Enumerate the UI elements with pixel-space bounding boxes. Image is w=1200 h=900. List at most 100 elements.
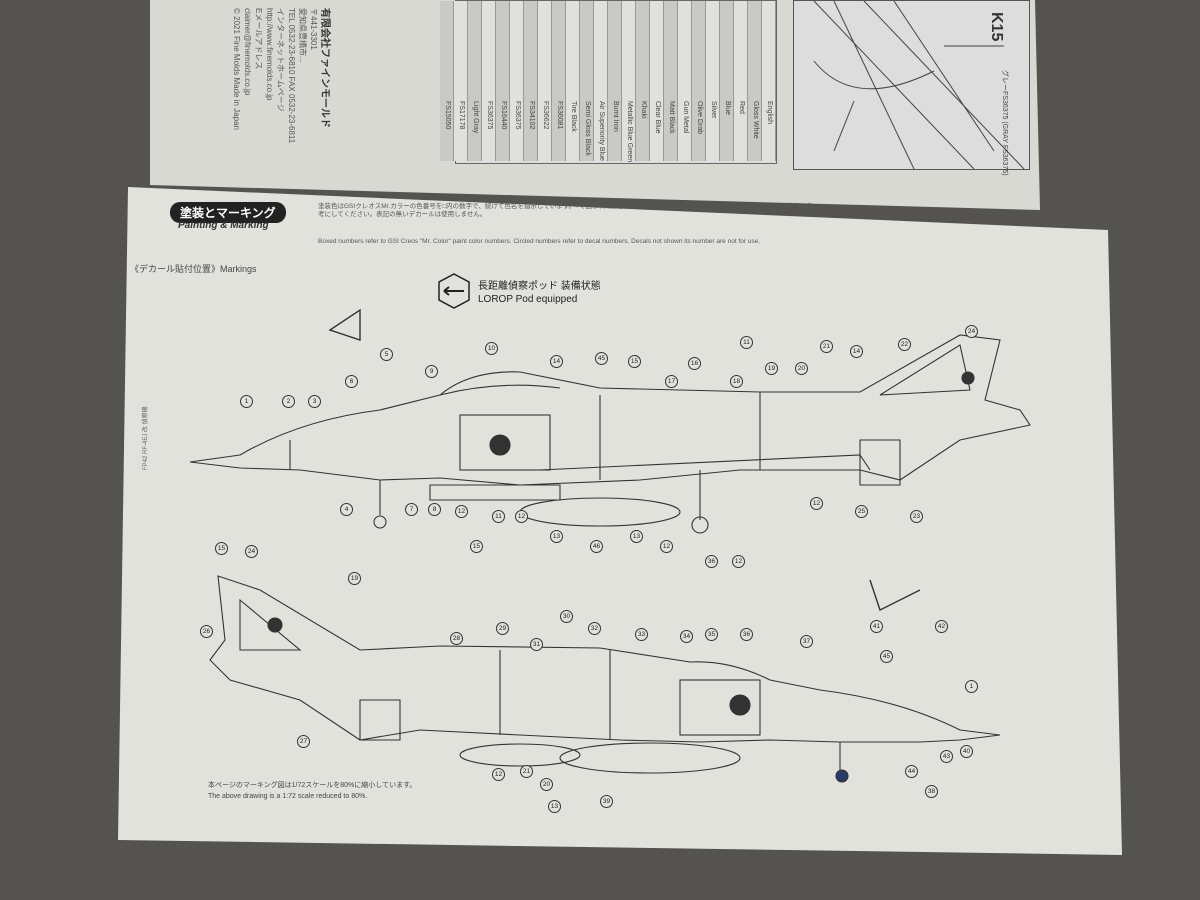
decal-callout: 34 bbox=[680, 630, 693, 643]
paint-table-column: FS15050 bbox=[440, 1, 454, 161]
decal-callout: 20 bbox=[540, 778, 553, 791]
paint-table-column: FS36375 bbox=[510, 1, 524, 161]
decal-callout: 12 bbox=[732, 555, 745, 568]
decal-callout: 39 bbox=[600, 795, 613, 808]
decal-callout: 28 bbox=[450, 632, 463, 645]
paint-table-column: FS36622 bbox=[538, 1, 552, 161]
paint-table-column: Tire Black bbox=[566, 1, 580, 161]
paint-table-column: Burnt Iron bbox=[608, 1, 622, 161]
decal-callout: 30 bbox=[560, 610, 573, 623]
decal-callout: 33 bbox=[635, 628, 648, 641]
decal-callout: 11 bbox=[740, 336, 753, 349]
decal-callout: 10 bbox=[485, 342, 498, 355]
decal-callout: 15 bbox=[628, 355, 641, 368]
paint-table-column: FS16440 bbox=[496, 1, 510, 161]
decal-callout: 38 bbox=[925, 785, 938, 798]
decal-callout: 40 bbox=[960, 745, 973, 758]
decal-callout: 27 bbox=[297, 735, 310, 748]
decal-callout: 13 bbox=[548, 800, 561, 813]
paint-table-column: Matt Black bbox=[664, 1, 678, 161]
aircraft-side-view-right bbox=[209, 575, 1001, 783]
decal-callout: 45 bbox=[595, 352, 608, 365]
decal-callout: 37 bbox=[800, 635, 813, 648]
paint-table-column: Air Superiority Blue bbox=[594, 1, 608, 161]
aircraft-side-view-left bbox=[189, 334, 1031, 534]
paint-table-column: Light Gray bbox=[468, 1, 482, 161]
decal-callout: 14 bbox=[850, 345, 863, 358]
decal-callout: 36 bbox=[740, 628, 753, 641]
decal-callout: 24 bbox=[965, 325, 978, 338]
paint-table-column: Khaki bbox=[636, 1, 650, 161]
decal-callout: 12 bbox=[515, 510, 528, 523]
decal-callout: 19 bbox=[348, 572, 361, 585]
decal-callout: 12 bbox=[810, 497, 823, 510]
decal-callout: 26 bbox=[200, 625, 213, 638]
k15-part-drawing bbox=[813, 1, 1025, 169]
lorop-pod-icon bbox=[438, 273, 470, 309]
decal-callout: 1 bbox=[965, 680, 978, 693]
decal-callout: 32 bbox=[588, 622, 601, 635]
decal-callout: 25 bbox=[855, 505, 868, 518]
paint-table-column: Olive Drab bbox=[692, 1, 706, 161]
section-title: Painting & Marking bbox=[178, 220, 269, 231]
paint-table-column: Blue bbox=[720, 1, 734, 161]
note-japanese: 塗装色はGSIクレオスMr.カラーの色番号を□内の数字で、続けて色名を指示してい… bbox=[318, 203, 813, 218]
decal-callout: 12 bbox=[492, 768, 505, 781]
decal-callout: 2 bbox=[282, 395, 295, 408]
paint-table-column: Clear Blue bbox=[650, 1, 664, 161]
section-badge: 塗装とマーキング bbox=[170, 202, 286, 223]
decal-callout: 13 bbox=[630, 530, 643, 543]
decal-callout: 22 bbox=[898, 338, 911, 351]
decal-callout: 11 bbox=[492, 510, 505, 523]
fin-detail-drawings bbox=[328, 308, 921, 611]
decal-callout: 7 bbox=[405, 503, 418, 516]
paint-table-column: Metallic Blue Green bbox=[622, 1, 636, 162]
decal-callout: 14 bbox=[550, 355, 563, 368]
paint-table-column: Gloss White bbox=[748, 1, 762, 161]
paint-table-column: English bbox=[762, 1, 776, 161]
decal-callout: 17 bbox=[665, 375, 678, 388]
lorop-caption: 長距離偵察ポッド 装備状態 LOROP Pod equipped bbox=[478, 281, 601, 305]
paint-table-column: Gun Metal bbox=[678, 1, 692, 161]
k15-detail-box bbox=[793, 0, 1030, 170]
decal-callout: 29 bbox=[496, 622, 509, 635]
note-english: Boxed numbers refer to GSI Creos "Mr. Co… bbox=[318, 238, 761, 245]
decal-callout: 12 bbox=[455, 505, 468, 518]
decal-callout: 46 bbox=[590, 540, 603, 553]
decal-callout: 1 bbox=[240, 395, 253, 408]
paint-table-column: Red bbox=[734, 1, 748, 161]
paint-table-column: FS36081 bbox=[552, 1, 566, 161]
decal-callout: 8 bbox=[428, 503, 441, 516]
markings-label: 《デカール貼付位置》Markings bbox=[130, 264, 257, 274]
scale-note: 本ページのマーキング図は1/72スケールを80%に縮小しています。 The ab… bbox=[208, 782, 417, 800]
decal-callout: 15 bbox=[215, 542, 228, 555]
decal-callout: 12 bbox=[660, 540, 673, 553]
decal-callout: 6 bbox=[345, 375, 358, 388]
decal-callout: 15 bbox=[470, 540, 483, 553]
paint-table-column: Semi Gloss Black bbox=[580, 1, 594, 161]
decal-callout: 5 bbox=[380, 348, 393, 361]
decal-callout: 18 bbox=[730, 375, 743, 388]
decal-callout: 45 bbox=[880, 650, 893, 663]
decal-callout: 24 bbox=[245, 545, 258, 558]
decal-callout: 3 bbox=[308, 395, 321, 408]
decal-callout: 4 bbox=[340, 503, 353, 516]
decal-callout: 16 bbox=[688, 357, 701, 370]
decal-callout: 31 bbox=[530, 638, 543, 651]
decal-callout: 23 bbox=[910, 510, 923, 523]
paint-table-column: FS17178 bbox=[454, 1, 468, 161]
decal-callout: 36 bbox=[705, 555, 718, 568]
decal-callout: 44 bbox=[905, 765, 918, 778]
paint-table-column: FS34102 bbox=[524, 1, 538, 161]
decal-callout: 21 bbox=[820, 340, 833, 353]
decal-callout: 41 bbox=[870, 620, 883, 633]
decal-callout: 20 bbox=[795, 362, 808, 375]
decal-callout: 35 bbox=[705, 628, 718, 641]
decal-callout: 21 bbox=[520, 765, 533, 778]
paint-table-column: Silver bbox=[706, 1, 720, 161]
decal-callout: 19 bbox=[765, 362, 778, 375]
decal-callout: 42 bbox=[935, 620, 948, 633]
decal-callout: 9 bbox=[425, 365, 438, 378]
